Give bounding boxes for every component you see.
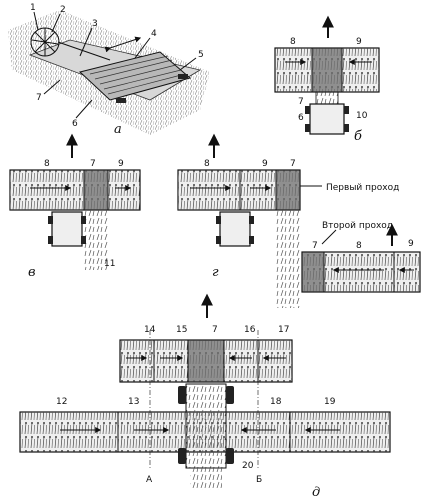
callout-8: 8 — [290, 37, 296, 47]
callout-12: 12 — [56, 397, 67, 407]
callout-7: 7 — [90, 159, 96, 169]
callout-2: 2 — [60, 5, 66, 15]
callout-9: 9 — [118, 159, 124, 169]
subfigure-label-g: г — [212, 265, 219, 280]
callout-18: 18 — [270, 397, 282, 407]
subfigure-g: Первый проход Второй проход 8 9 7 7 8 9 … — [177, 133, 421, 308]
section-b-label: Б — [256, 475, 262, 485]
callout-4: 4 — [151, 29, 157, 39]
callout-8-second: 8 — [356, 241, 362, 251]
subfigure-b: 8 9 7 6 10 б — [274, 15, 380, 144]
callout-14: 14 — [144, 325, 156, 335]
callout-7-second: 7 — [312, 241, 318, 251]
callout-3: 3 — [92, 19, 98, 29]
callout-1: 1 — [30, 3, 36, 13]
callout-13: 13 — [128, 397, 139, 407]
callout-9-second: 9 — [408, 239, 414, 249]
callout-10: 10 — [356, 111, 368, 121]
callout-7: 7 — [36, 93, 42, 103]
callout-9: 9 — [356, 37, 362, 47]
subfigure-v: 8 7 9 11 в — [9, 133, 141, 280]
subfigure-a: 1 2 3 4 5 6 7 а — [8, 3, 210, 137]
first-pass-label: Первый проход — [326, 183, 399, 193]
callout-11: 11 — [104, 259, 115, 269]
subfigure-label-b: б — [354, 129, 362, 144]
section-a-label: А — [146, 475, 153, 485]
callout-15: 15 — [176, 325, 187, 335]
callout-20: 20 — [242, 461, 254, 471]
callout-8: 8 — [204, 159, 210, 169]
callout-9: 9 — [262, 159, 268, 169]
subfigure-label-d: д — [312, 485, 320, 500]
callout-8: 8 — [44, 159, 50, 169]
callout-7: 7 — [298, 97, 304, 107]
subfigure-d: А Б 14 15 7 16 17 12 13 18 19 20 д — [19, 293, 391, 500]
subfigure-label-a: а — [114, 122, 122, 137]
callout-5: 5 — [198, 50, 204, 60]
callout-17: 17 — [278, 325, 289, 335]
callout-6: 6 — [72, 119, 78, 129]
subfigure-label-v: в — [28, 265, 36, 280]
callout-6: 6 — [298, 113, 304, 123]
second-pass-label: Второй проход — [322, 221, 393, 231]
callout-7: 7 — [212, 325, 218, 335]
callout-19: 19 — [324, 397, 336, 407]
reel-drawing — [30, 27, 111, 61]
callout-16: 16 — [244, 325, 256, 335]
callout-7: 7 — [290, 159, 296, 169]
